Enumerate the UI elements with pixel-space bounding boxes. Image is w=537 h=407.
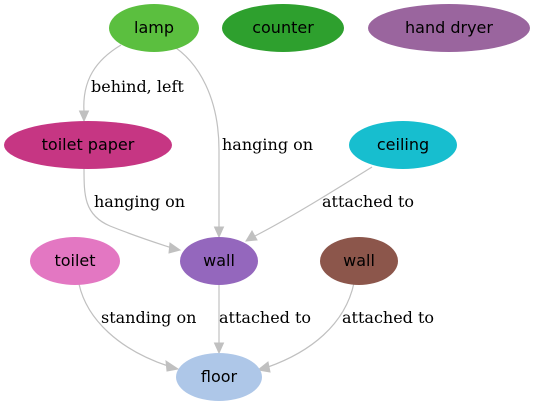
edge-label-lamp-hanging-on: hanging on [222,135,313,154]
node-wall-brown-label: wall [343,251,375,270]
node-toilet-paper-label: toilet paper [42,135,135,154]
node-ceiling-label: ceiling [377,135,429,154]
node-hand-dryer-shape [368,4,530,52]
node-wall-purple-shape [180,237,258,285]
node-lamp-label: lamp [134,18,174,37]
nodes: lamp counter hand dryer toilet paper cei… [4,4,530,401]
node-lamp[interactable]: lamp [109,4,199,52]
edges [78,43,373,373]
node-wall-purple-label: wall [203,251,235,270]
node-floor-shape [176,353,262,401]
node-counter[interactable]: counter [222,4,344,52]
node-wall-brown[interactable]: wall [320,237,398,285]
node-wall-brown-shape [320,237,398,285]
node-ceiling[interactable]: ceiling [349,121,457,169]
node-hand-dryer-label: hand dryer [405,18,493,37]
node-toilet-shape [30,237,120,285]
node-floor[interactable]: floor [176,353,262,401]
edge-lamp-to-wall [169,43,225,239]
node-hand-dryer[interactable]: hand dryer [368,4,530,52]
edge-label-toilet-paper-hanging-on: hanging on [94,192,185,211]
node-lamp-shape [109,4,199,52]
edge-toilet-to-floor [78,283,180,372]
edge-labels: behind, left hanging on hanging on attac… [91,77,434,327]
node-floor-label: floor [201,367,238,386]
node-toilet-paper[interactable]: toilet paper [4,121,172,169]
node-counter-shape [222,4,344,52]
node-toilet[interactable]: toilet [30,237,120,285]
edge-wall-to-floor [213,285,225,355]
node-ceiling-shape [349,121,457,169]
edge-toilet-paper-to-wall [83,167,182,254]
node-toilet-paper-shape [4,121,172,169]
node-toilet-label: toilet [54,251,95,270]
edge-label-behind-left: behind, left [91,77,184,96]
edge-label-standing-on: standing on [101,308,196,327]
edge-lamp-to-toilet-paper [78,44,122,123]
node-counter-label: counter [252,18,314,37]
edge-wall-brown-to-floor [256,282,355,373]
edge-label-wall-brown-attached-to: attached to [342,308,434,327]
edge-label-wall-attached-to: attached to [219,308,311,327]
node-wall-purple[interactable]: wall [180,237,258,285]
edge-ceiling-to-wall [245,166,373,242]
edge-label-ceiling-attached-to: attached to [322,192,414,211]
